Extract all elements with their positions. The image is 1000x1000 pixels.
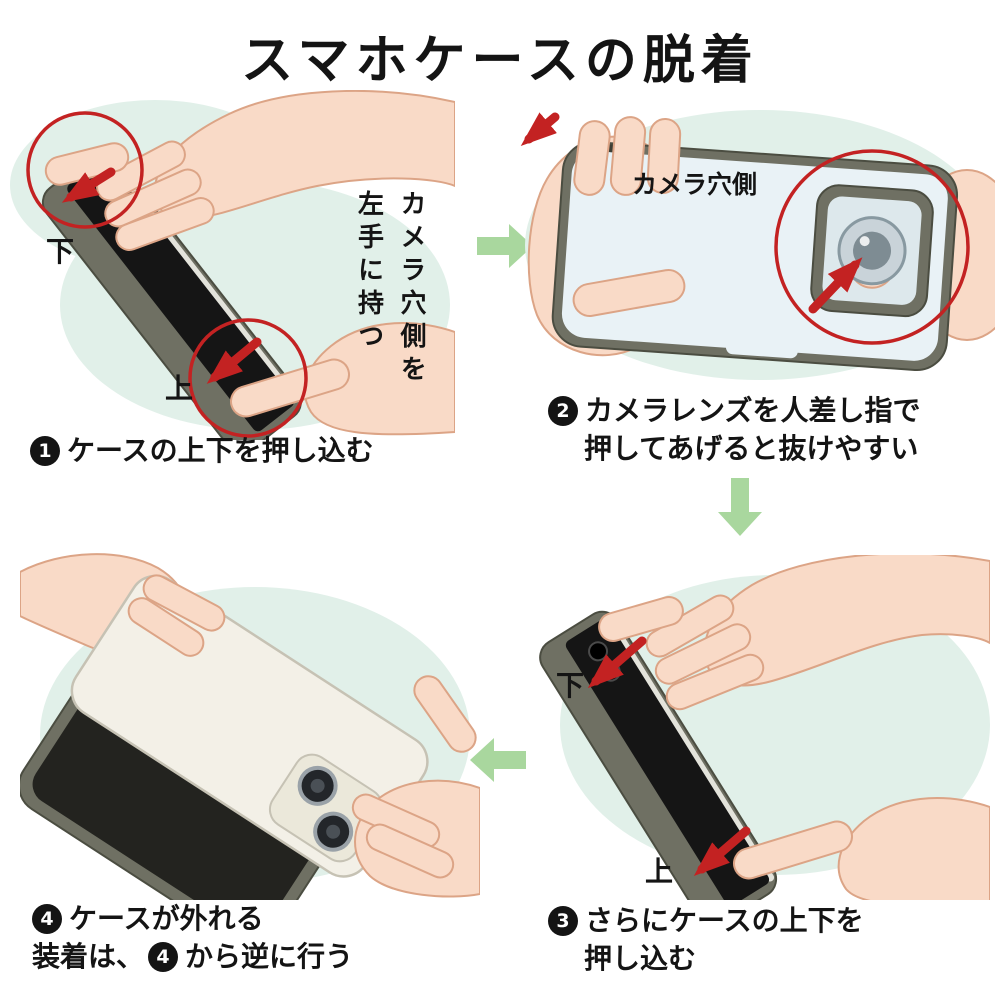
- flow-arrow-down-icon: [718, 478, 762, 536]
- step4-illustration: [20, 553, 480, 900]
- step3-caption: 3 さらにケースの上下を 押し込む: [548, 902, 864, 978]
- finger: [115, 197, 215, 251]
- flow-arrow-right-icon: [477, 224, 533, 268]
- camera-lens-inner: [326, 824, 341, 839]
- step-number-badge: 4: [32, 904, 62, 934]
- side-note-column-2: 左手に持つ: [353, 190, 384, 355]
- case-interior: [32, 692, 318, 900]
- red-arrow-top: [587, 636, 647, 689]
- finger: [413, 675, 477, 753]
- direction-label-down: 下: [556, 669, 585, 702]
- red-arrow-top: [61, 167, 116, 203]
- finger: [573, 120, 611, 196]
- step1-caption-text: ケースの上下を押し込む: [67, 434, 374, 467]
- side-note-column-1: カメラ穴側を: [396, 190, 426, 388]
- finger: [365, 823, 455, 879]
- step-number-badge: 2: [548, 396, 578, 426]
- finger: [665, 653, 765, 711]
- direction-label-down: 下: [46, 235, 75, 268]
- step2-caption-line2: 押してあげると抜けやすい: [584, 432, 919, 465]
- phone-back-in-case: [551, 141, 959, 372]
- finger: [646, 118, 682, 194]
- step4-caption: 4 ケースが外れる 装着は、 4 から逆に行う: [32, 900, 353, 976]
- lens-highlight: [859, 236, 870, 247]
- step3-caption-line2: 押し込む: [584, 942, 697, 975]
- side-note: カメラ穴側を 左手に持つ: [352, 190, 427, 388]
- step3-caption-line1: さらにケースの上下を: [585, 904, 864, 937]
- step4-caption-line2-post: から逆に行う: [185, 940, 354, 973]
- camera-lens-inner: [310, 778, 325, 793]
- camera-side-label: カメラ穴側: [632, 170, 758, 199]
- step3-illustration: [539, 555, 990, 900]
- thumb: [572, 269, 686, 317]
- thumb-top: [598, 596, 684, 642]
- step-number-badge-ref: 4: [148, 942, 179, 972]
- flow-arrow-left-icon: [470, 738, 526, 782]
- finger: [142, 574, 226, 632]
- red-arrow-bottom: [693, 826, 751, 877]
- step-number-badge: 1: [30, 436, 60, 466]
- finger: [609, 116, 647, 196]
- step4-caption-line1: ケースが外れる: [69, 902, 264, 935]
- thumb-bottom: [230, 358, 350, 418]
- red-circle-camera: [774, 149, 970, 345]
- finger: [127, 597, 205, 657]
- step-number-badge: 3: [548, 906, 578, 936]
- step4-caption-line2-pre: 装着は、: [32, 940, 145, 973]
- step2-caption: 2 カメラレンズを人差し指で 押してあげると抜けやすい: [548, 392, 920, 468]
- finger: [654, 623, 752, 685]
- step1-caption: 1 ケースの上下を押し込む: [30, 432, 374, 470]
- red-arrow-small: [520, 112, 560, 146]
- step1-illustration: [10, 90, 455, 440]
- thumb-bottom: [733, 820, 853, 880]
- finger: [645, 594, 735, 658]
- red-arrow-to-lens: [808, 257, 863, 314]
- finger: [104, 168, 202, 228]
- bottom-notch: [725, 340, 798, 359]
- red-arrow-bottom: [206, 337, 262, 384]
- page-title: スマホケースの脱着: [241, 31, 759, 91]
- direction-label-up: 上: [645, 855, 674, 888]
- direction-label-up: 上: [165, 372, 194, 405]
- step2-illustration: [520, 110, 995, 380]
- step2-caption-line1: カメラレンズを人差し指で: [585, 394, 921, 427]
- red-circle-bottom: [188, 318, 308, 438]
- hand-bottom: [837, 797, 990, 900]
- red-circle-top: [26, 111, 144, 229]
